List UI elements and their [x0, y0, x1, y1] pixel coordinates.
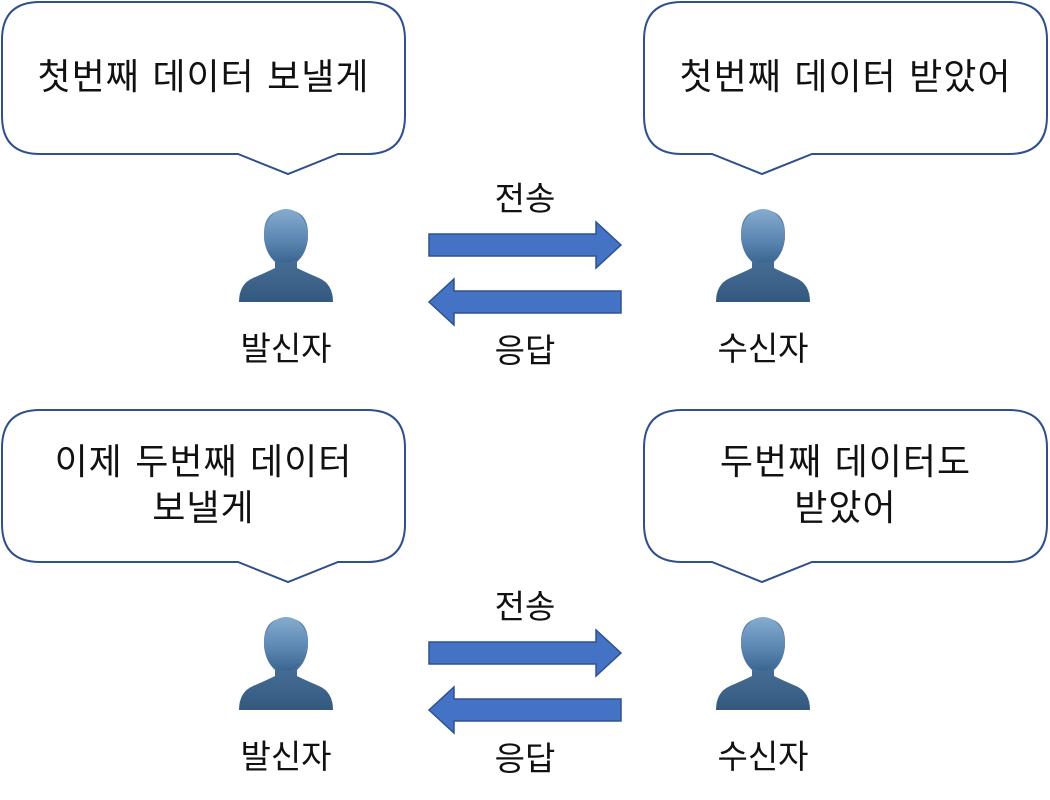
sender-label-2: 발신자 [240, 737, 332, 776]
sender-bubble-message-2: 이제 두번째 데이터 보낼게 [54, 442, 353, 529]
send-label-2: 전송 [494, 587, 556, 626]
receiver-bubble-message-2: 두번째 데이터도 받았어 [719, 442, 972, 529]
reply-arrow-left-icon-1 [427, 277, 622, 327]
send-arrow-right-icon-1 [428, 220, 623, 270]
reply-label-1: 응답 [494, 331, 556, 370]
sender-bubble-message-1: 첫번째 데이터 보낼게 [37, 57, 370, 98]
send-arrow-right-icon-2 [428, 628, 623, 678]
receiver-person-icon-2 [716, 617, 810, 710]
receiver-bubble-message-1: 첫번째 데이터 받았어 [679, 57, 1012, 98]
receiver-label-1: 수신자 [717, 329, 809, 368]
receiver-label-2: 수신자 [717, 737, 809, 776]
receiver-bubble-text-1: 첫번째 데이터 받았어 [644, 2, 1047, 154]
reply-arrow-left-icon-2 [427, 685, 622, 735]
receiver-bubble-text-2: 두번째 데이터도 받았어 [644, 410, 1047, 562]
reply-label-2: 응답 [494, 739, 556, 778]
receiver-person-icon-1 [716, 209, 810, 302]
sender-bubble-text-1: 첫번째 데이터 보낼게 [2, 2, 405, 154]
sender-person-icon-2 [239, 617, 333, 710]
send-label-1: 전송 [494, 179, 556, 218]
sender-bubble-text-2: 이제 두번째 데이터 보낼게 [2, 410, 405, 562]
sender-person-icon-1 [239, 209, 333, 302]
sender-label-1: 발신자 [240, 329, 332, 368]
